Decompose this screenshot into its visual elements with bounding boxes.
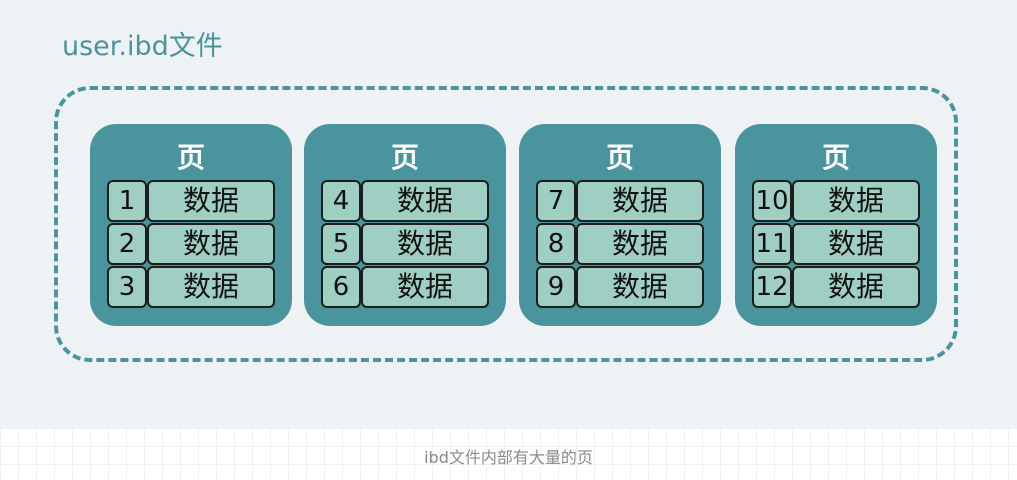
record-row: 3 数据 xyxy=(107,266,275,308)
record-row: 8 数据 xyxy=(536,223,704,265)
file-boundary xyxy=(54,86,958,362)
record-data: 数据 xyxy=(792,180,920,222)
record-row: 11 数据 xyxy=(752,223,920,265)
page-label: 页 xyxy=(821,141,850,174)
record-data: 数据 xyxy=(147,266,275,308)
record-row: 1 数据 xyxy=(107,180,275,222)
record-data: 数据 xyxy=(361,223,489,265)
figure-caption: ibd文件内部有大量的页 xyxy=(424,448,593,467)
record-number: 4 xyxy=(321,180,361,222)
record-row: 5 数据 xyxy=(321,223,489,265)
record-number: 7 xyxy=(536,180,576,222)
record-row: 2 数据 xyxy=(107,223,275,265)
record-number: 6 xyxy=(321,266,361,308)
record-number: 12 xyxy=(752,266,792,308)
record-data: 数据 xyxy=(147,223,275,265)
record-data: 数据 xyxy=(576,180,704,222)
record-number: 2 xyxy=(107,223,147,265)
record-row: 6 数据 xyxy=(321,266,489,308)
page-label: 页 xyxy=(605,141,634,174)
page-block: 页 7 数据 8 数据 9 数据 xyxy=(519,124,721,326)
page-block: 页 10 数据 11 数据 12 数据 xyxy=(735,124,937,326)
page-label: 页 xyxy=(176,141,205,174)
record-data: 数据 xyxy=(792,223,920,265)
record-number: 3 xyxy=(107,266,147,308)
record-data: 数据 xyxy=(576,266,704,308)
file-title: user.ibd文件 xyxy=(62,31,223,62)
record-number: 10 xyxy=(752,180,792,222)
page-block: 页 1 数据 2 数据 3 数据 xyxy=(90,124,292,326)
record-data: 数据 xyxy=(576,223,704,265)
page-label: 页 xyxy=(390,141,419,174)
record-data: 数据 xyxy=(361,266,489,308)
record-row: 9 数据 xyxy=(536,266,704,308)
record-row: 4 数据 xyxy=(321,180,489,222)
record-data: 数据 xyxy=(361,180,489,222)
record-number: 1 xyxy=(107,180,147,222)
record-row: 12 数据 xyxy=(752,266,920,308)
record-number: 5 xyxy=(321,223,361,265)
record-data: 数据 xyxy=(792,266,920,308)
record-number: 11 xyxy=(752,223,792,265)
record-number: 9 xyxy=(536,266,576,308)
record-row: 7 数据 xyxy=(536,180,704,222)
record-data: 数据 xyxy=(147,180,275,222)
page-block: 页 4 数据 5 数据 6 数据 xyxy=(304,124,506,326)
record-number: 8 xyxy=(536,223,576,265)
record-row: 10 数据 xyxy=(752,180,920,222)
caption-background xyxy=(0,428,1017,480)
diagram-canvas: user.ibd文件 页 1 数据 2 数据 3 数据 页 4 数据 5 数据 … xyxy=(0,0,1017,428)
